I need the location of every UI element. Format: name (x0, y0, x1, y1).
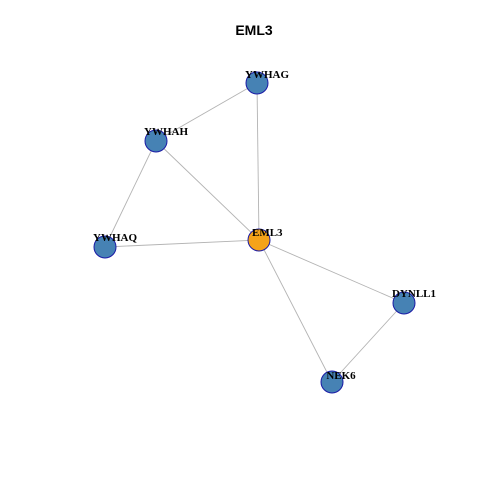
node-ywhag (245, 71, 269, 95)
edge-ywhaq-eml3 (104, 239, 260, 248)
node-nek6 (320, 370, 344, 394)
node-eml3 (247, 228, 271, 252)
node-label-ywhag: YWHAG (245, 69, 289, 81)
node-dynll1 (392, 291, 416, 315)
edge-ywhah-eml3 (155, 140, 260, 241)
edge-ywhag-eml3 (256, 82, 260, 241)
diagram-title: EML3 (235, 22, 273, 38)
node-label-ywhah: YWHAH (144, 126, 188, 138)
edge-ywhah-ywhaq (104, 140, 157, 248)
node-label-eml3: EML3 (252, 227, 283, 239)
node-label-ywhaq: YWHAQ (93, 232, 137, 244)
node-ywhah (144, 129, 168, 153)
edge-eml3-nek6 (258, 239, 333, 383)
node-label-nek6: NEK6 (326, 370, 356, 382)
nodes-layer (93, 71, 416, 394)
edge-eml3-dynll1 (258, 239, 405, 304)
edges-layer (104, 82, 405, 383)
edge-dynll1-nek6 (331, 302, 405, 383)
edge-ywhag-ywhah (155, 82, 258, 142)
node-label-dynll1: DYNLL1 (392, 288, 436, 300)
node-ywhaq (93, 235, 117, 259)
